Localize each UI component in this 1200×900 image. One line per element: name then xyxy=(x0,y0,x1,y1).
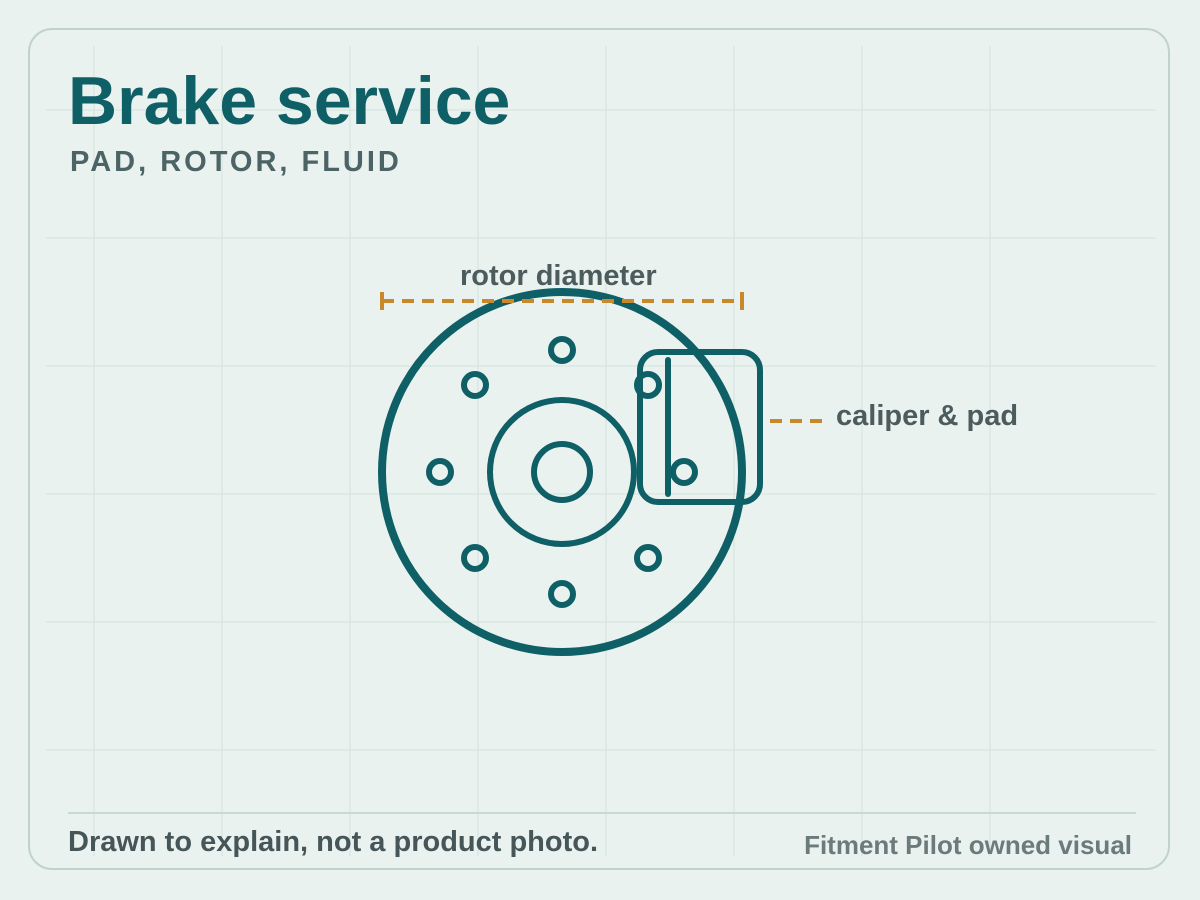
footer-divider xyxy=(68,812,1136,814)
bolt-hole xyxy=(634,544,662,572)
bolt-hole xyxy=(461,544,489,572)
brake-diagram xyxy=(378,288,826,656)
caliper-pad-label: caliper & pad xyxy=(836,400,1019,432)
bolt-hole xyxy=(670,458,698,486)
footer-note: Drawn to explain, not a product photo. xyxy=(68,826,599,858)
page-title: Brake service xyxy=(68,63,511,139)
bolt-hole xyxy=(461,371,489,399)
illustration-card: Brake service PAD, ROTOR, FLUID rotor di… xyxy=(28,28,1170,870)
hub-ring xyxy=(487,397,637,547)
bolt-hole xyxy=(548,336,576,364)
page-subtitle: PAD, ROTOR, FLUID xyxy=(70,146,402,178)
footer-credit: Fitment Pilot owned visual xyxy=(804,830,1132,860)
rotor-diameter-label: rotor diameter xyxy=(460,260,657,292)
bolt-hole xyxy=(426,458,454,486)
bolt-hole xyxy=(548,580,576,608)
caliper-body xyxy=(637,349,763,505)
rotor-disc xyxy=(378,288,746,656)
center-bore xyxy=(531,441,593,503)
background-grid xyxy=(46,46,1156,856)
